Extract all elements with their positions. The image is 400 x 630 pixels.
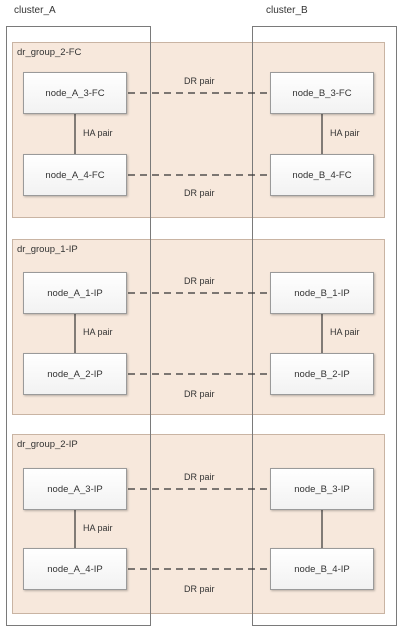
cluster-b-box [252,26,397,626]
group-label: dr_group_2-IP [17,439,78,450]
node-b-bottom[interactable]: node_B_2-IP [270,353,374,395]
cluster-b-label: cluster_B [266,5,308,16]
group-label: dr_group_1-IP [17,244,78,255]
cluster-a-label: cluster_A [14,5,56,16]
node-a-top[interactable]: node_A_3-FC [23,72,127,114]
node-a-bottom[interactable]: node_A_4-IP [23,548,127,590]
node-a-top[interactable]: node_A_1-IP [23,272,127,314]
node-b-top[interactable]: node_B_3-FC [270,72,374,114]
ha-pair-label: HA pair [83,327,113,337]
group-label: dr_group_2-FC [17,47,82,58]
node-b-top[interactable]: node_B_1-IP [270,272,374,314]
dr-pair-label: DR pair [184,276,215,286]
dr-pair-label: DR pair [184,472,215,482]
cluster-a-box [6,26,151,626]
ha-pair-label: HA pair [83,128,113,138]
ha-pair-label: HA pair [330,128,360,138]
node-a-bottom[interactable]: node_A_4-FC [23,154,127,196]
dr-pair-label: DR pair [184,76,215,86]
node-a-top[interactable]: node_A_3-IP [23,468,127,510]
node-b-top[interactable]: node_B_3-IP [270,468,374,510]
dr-pair-label: DR pair [184,188,215,198]
node-b-bottom[interactable]: node_B_4-FC [270,154,374,196]
ha-pair-label: HA pair [330,327,360,337]
node-b-bottom[interactable]: node_B_4-IP [270,548,374,590]
ha-pair-label: HA pair [83,523,113,533]
dr-pair-label: DR pair [184,389,215,399]
dr-pair-label: DR pair [184,584,215,594]
node-a-bottom[interactable]: node_A_2-IP [23,353,127,395]
